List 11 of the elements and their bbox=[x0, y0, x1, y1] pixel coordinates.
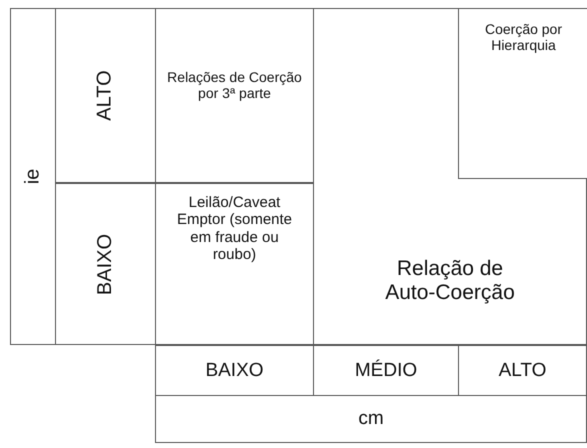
axis-label: cm bbox=[358, 408, 384, 430]
row-header: ALTO bbox=[94, 70, 117, 121]
row-header: BAIXO bbox=[94, 233, 117, 295]
cell-text: Relações de Coerção por 3ª parte bbox=[166, 69, 303, 102]
cell-text: Leilão/Caveat Emptor (somente em fraude ou roubo) bbox=[176, 194, 294, 263]
column-header: BAIXO bbox=[205, 360, 264, 382]
column-header: ALTO bbox=[498, 360, 546, 382]
axis-label: ie bbox=[22, 168, 44, 184]
cell-text: Coerção por Hierarquia bbox=[484, 21, 564, 54]
column-header: MÉDIO bbox=[354, 360, 418, 382]
cell-text: Relação de Auto-Coerção bbox=[384, 257, 516, 306]
